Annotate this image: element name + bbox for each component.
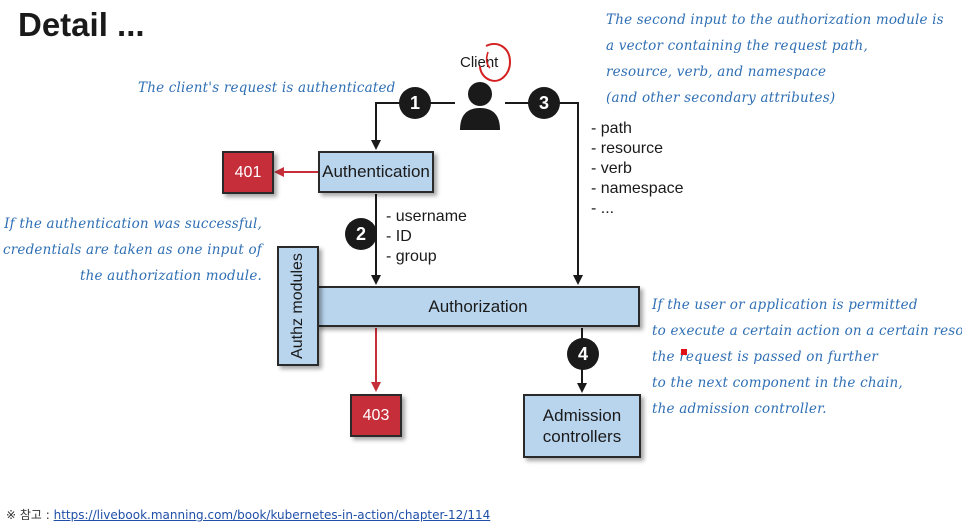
step-2-badge: 2 [345, 218, 377, 250]
credentials-list: - username - ID - group [386, 207, 467, 267]
arrow-client-to-authorization [505, 102, 583, 285]
note-second-input: The second input to the authorization mo… [606, 7, 944, 111]
authorization-box: Authorization [316, 286, 640, 327]
list-item: - path [591, 120, 632, 137]
note-permitted: If the user or application is permitted … [652, 292, 962, 422]
note-line: (and other secondary attributes) [606, 90, 836, 106]
note-line: The client's request is authenticated [138, 80, 396, 96]
note-line: a vector containing the request path, [606, 38, 868, 54]
page-title: Detail ... [18, 6, 145, 43]
error-403-box: 403 [350, 394, 402, 437]
step-4-badge: 4 [567, 338, 599, 370]
note-credentials: If the authentication was successful, th… [0, 211, 262, 289]
list-item: - resource [591, 140, 664, 157]
error-401-box: 401 [222, 151, 274, 194]
list-item: - ID [386, 228, 412, 245]
list-item: - ... [591, 200, 615, 217]
step-3-badge: 3 [528, 87, 560, 119]
note-authenticated: The client's request is authenticated [138, 75, 396, 101]
authz-modules-box: Authz modules [277, 246, 319, 366]
list-item: - namespace [591, 180, 684, 197]
red-pen-mark [681, 349, 687, 355]
circle-annotation-icon [479, 43, 512, 82]
note-line: resource, verb, and namespace [606, 64, 827, 80]
reference-link[interactable]: https://livebook.manning.com/book/kubern… [53, 508, 491, 522]
step-1-badge: 1 [399, 87, 431, 119]
note-line: the credentials are taken as one input o… [0, 242, 262, 258]
user-icon [458, 80, 502, 132]
authz-modules-label: Authz modules [289, 253, 306, 359]
authentication-box: Authentication [318, 151, 434, 193]
note-line: If the authentication was successful, [4, 216, 262, 232]
admission-label-line-2: controllers [542, 427, 622, 446]
note-line: The second input to the authorization mo… [606, 12, 944, 28]
list-item: - username [386, 208, 467, 225]
note-line: If the user or application is permitted [652, 297, 918, 313]
list-item: - verb [591, 160, 632, 177]
note-line: to execute a certain action on a certain… [652, 323, 962, 339]
note-line: the admission controller. [652, 401, 827, 417]
note-line: to the next component in the chain, [652, 375, 903, 391]
note-line: the authorization module. [79, 268, 262, 284]
attributes-list: - path - resource - verb - namespace - .… [591, 119, 684, 219]
list-item: - group [386, 248, 437, 265]
footer-reference: ※ 참고 : https://livebook.manning.com/book… [6, 506, 490, 523]
admission-controllers-box: Admission controllers [523, 394, 641, 458]
note-line: the request is passed on further [652, 349, 879, 365]
footer-prefix: ※ 참고 : [6, 508, 54, 522]
admission-label-line-1: Admission [542, 406, 622, 425]
